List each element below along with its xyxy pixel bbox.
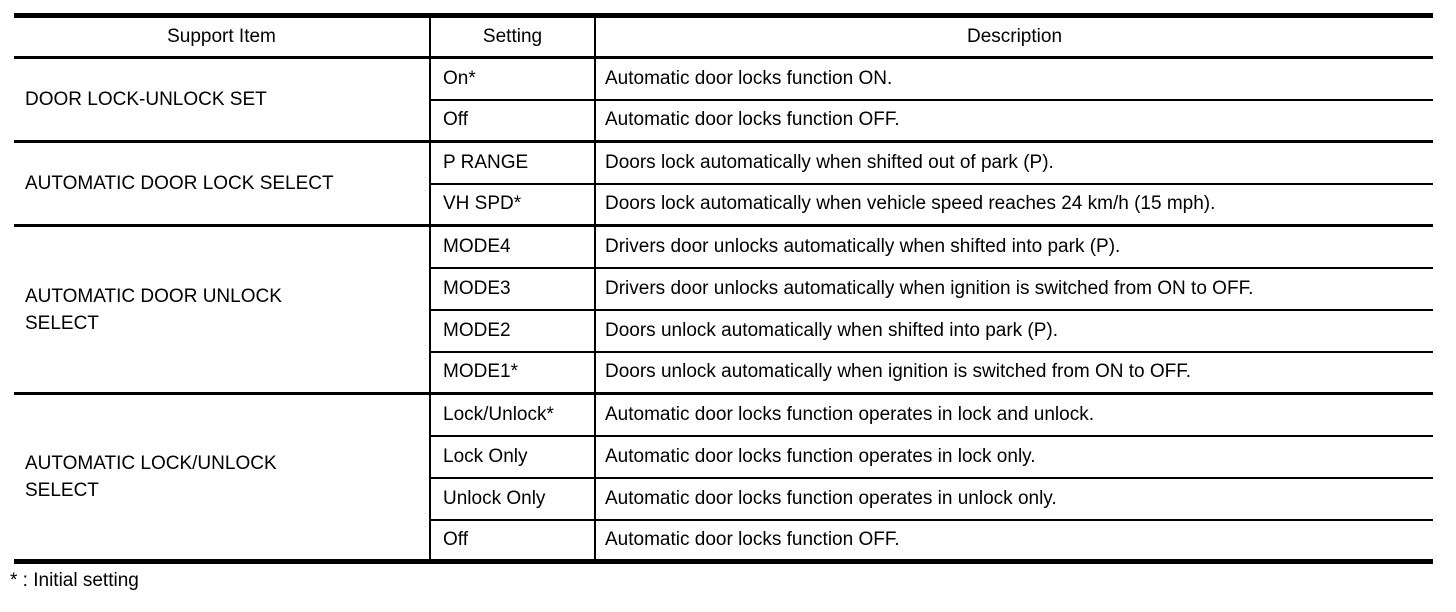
description-cell: Drivers door unlocks automatically when …	[594, 224, 1433, 268]
support-item-cell: AUTOMATIC DOOR UNLOCK SELECT	[14, 224, 430, 394]
table-row: DOOR LOCK-UNLOCK SET On* Automatic door …	[14, 56, 1433, 142]
setting-cell: Off	[429, 518, 595, 562]
setting-cell: Unlock Only	[429, 476, 595, 520]
description-cell: Automatic door locks function operates i…	[594, 434, 1433, 478]
description-cell: Automatic door locks function operates i…	[594, 392, 1433, 436]
description-cell: Doors lock automatically when shifted ou…	[594, 140, 1433, 184]
table-row: MODE1* Doors unlock automatically when i…	[14, 350, 1433, 394]
setting-cell: Off	[429, 98, 595, 142]
description-cell: Doors unlock automatically when ignition…	[594, 350, 1433, 394]
description-cell: Automatic door locks function OFF.	[594, 518, 1433, 562]
table-row: Off Automatic door locks function OFF.	[14, 98, 1433, 142]
description-cell: Doors unlock automatically when shifted …	[594, 308, 1433, 352]
support-settings-table: Support Item Setting Description DOOR LO…	[14, 13, 1433, 564]
table-row: Off Automatic door locks function OFF.	[14, 518, 1433, 562]
header-row: Support Item Setting Description	[14, 15, 1433, 59]
support-item-cell: DOOR LOCK-UNLOCK SET	[14, 56, 430, 142]
setting-cell: MODE1*	[429, 350, 595, 394]
table-row: AUTOMATIC DOOR LOCK SELECT P RANGE Doors…	[14, 140, 1433, 226]
description-cell: Automatic door locks function OFF.	[594, 98, 1433, 142]
setting-cell: P RANGE	[429, 140, 595, 184]
header-support-item: Support Item	[14, 15, 430, 59]
description-cell: Automatic door locks function ON.	[594, 56, 1433, 100]
table-row: Unlock Only Automatic door locks functio…	[14, 476, 1433, 520]
table-row: MODE3 Drivers door unlocks automatically…	[14, 266, 1433, 310]
table-row: VH SPD* Doors lock automatically when ve…	[14, 182, 1433, 226]
description-cell: Automatic door locks function operates i…	[594, 476, 1433, 520]
setting-cell: Lock/Unlock*	[429, 392, 595, 436]
description-cell: Doors lock automatically when vehicle sp…	[594, 182, 1433, 226]
support-item-cell: AUTOMATIC LOCK/UNLOCK SELECT	[14, 392, 430, 562]
header-setting: Setting	[429, 15, 595, 59]
setting-cell: Lock Only	[429, 434, 595, 478]
setting-cell: MODE2	[429, 308, 595, 352]
setting-cell: VH SPD*	[429, 182, 595, 226]
table-row: AUTOMATIC DOOR UNLOCK SELECT MODE4 Drive…	[14, 224, 1433, 394]
setting-cell: MODE3	[429, 266, 595, 310]
support-item-cell: AUTOMATIC DOOR LOCK SELECT	[14, 140, 430, 226]
initial-setting-footnote: * : Initial setting	[10, 570, 139, 591]
setting-cell: On*	[429, 56, 595, 100]
table-row: MODE2 Doors unlock automatically when sh…	[14, 308, 1433, 352]
header-description: Description	[594, 15, 1433, 59]
table-row: AUTOMATIC LOCK/UNLOCK SELECT Lock/Unlock…	[14, 392, 1433, 562]
description-cell: Drivers door unlocks automatically when …	[594, 266, 1433, 310]
setting-cell: MODE4	[429, 224, 595, 268]
table-row: Lock Only Automatic door locks function …	[14, 434, 1433, 478]
